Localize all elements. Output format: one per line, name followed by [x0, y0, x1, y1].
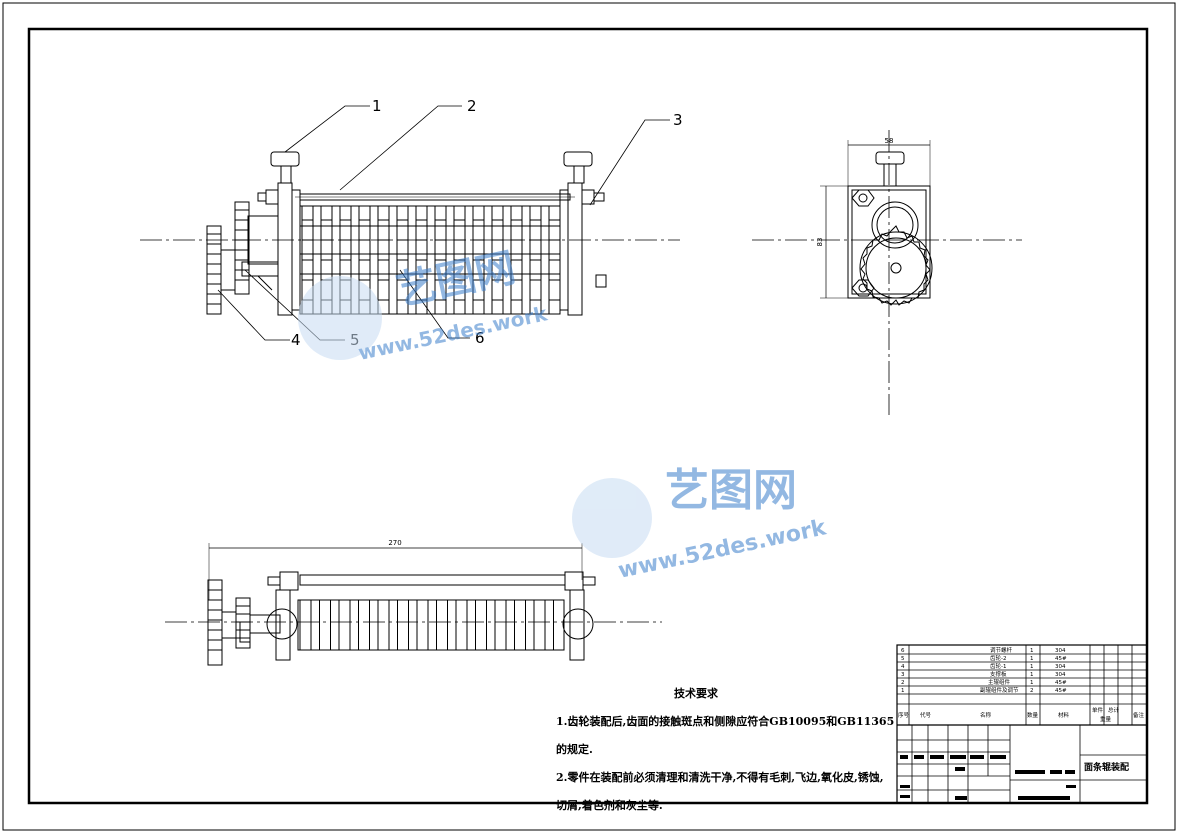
watermark-brand: 艺图网	[665, 465, 797, 516]
balloon-2: 2	[467, 97, 477, 115]
tech-item-1: 1.齿轮装配后,齿面的接触斑点和侧隙应符合GB10095和GB11365的规定.	[556, 715, 895, 756]
tech-heading: 技术要求	[674, 687, 718, 700]
gear-large	[206, 225, 222, 315]
bom-row-5-material: 45#	[1055, 656, 1067, 662]
top-view	[165, 543, 662, 666]
bom-row-6-no: 6	[901, 648, 905, 654]
technical-requirements: 技术要求 1.齿轮装配后,齿面的接触斑点和侧隙应符合GB10095和GB1136…	[556, 680, 896, 820]
balloon-1: 1	[372, 97, 382, 115]
title-block-fills	[900, 755, 1076, 800]
bom-header-total: 总计	[1108, 706, 1120, 714]
dim-height: 83	[816, 238, 824, 247]
title-block	[896, 644, 1148, 804]
bom-row-3-no: 3	[901, 672, 905, 678]
bom-row-5-qty: 1	[1030, 656, 1034, 662]
bom-row-6-qty: 1	[1030, 648, 1034, 654]
front-view	[140, 151, 680, 316]
bom-header-no: 序号	[898, 711, 910, 719]
balloon-6: 6	[475, 329, 485, 347]
bom-header-material: 材料	[1058, 711, 1070, 719]
upper-roller	[299, 205, 561, 275]
gear-small	[234, 201, 250, 295]
side-view	[752, 130, 1022, 415]
bom-row-2-material: 45#	[1055, 680, 1067, 686]
top-roller	[297, 599, 565, 651]
bom-row-1-material: 45#	[1055, 688, 1067, 694]
tech-item-2: 2.零件在装配前必须清理和清洗干净,不得有毛刺,飞边,氧化皮,锈蚀,	[556, 771, 884, 784]
balloon-3: 3	[673, 111, 683, 129]
bom-row-5-name: 齿轮-2	[990, 654, 1006, 662]
side-gear-teeth	[860, 225, 931, 306]
bom-row-1-no: 1	[901, 688, 905, 694]
balloon-4: 4	[291, 331, 301, 349]
bom-row-2-qty: 1	[1030, 680, 1034, 686]
bom-row-5-no: 5	[901, 656, 905, 662]
dim-length: 270	[388, 539, 401, 547]
bom-table: 6 调节螺杆 1 304 5 齿轮-2 1 45# 4 齿轮-1 1 304 3…	[898, 646, 1145, 723]
tech-item-3: 切屑,着色剂和灰尘等.	[556, 799, 663, 812]
bom-header-remark: 备注	[1133, 711, 1145, 719]
bom-header-code: 代号	[920, 711, 932, 719]
bom-header-weight: 重量	[1100, 715, 1112, 723]
bom-row-4-material: 304	[1055, 664, 1066, 670]
bom-row-4-no: 4	[901, 664, 905, 670]
dim-width: 58	[885, 137, 894, 145]
bom-row-4-name: 齿轮-1	[990, 662, 1006, 670]
drawing-title: 面条辊装配	[1084, 761, 1129, 773]
bom-row-3-material: 304	[1055, 672, 1066, 678]
bom-header-name: 名称	[980, 711, 992, 719]
side-gear-small	[871, 201, 919, 249]
bom-header-qty: 数量	[1027, 711, 1039, 719]
bom-row-1-name: 副辊组件及调节	[980, 686, 1019, 694]
bom-row-6-material: 304	[1055, 648, 1066, 654]
bom-row-3-name: 支撑板	[990, 670, 1007, 678]
bom-row-6-name: 调节螺杆	[990, 646, 1013, 654]
bom-header-unit: 单件	[1092, 706, 1104, 714]
bom-row-1-qty: 2	[1030, 688, 1034, 694]
bom-row-4-qty: 1	[1030, 664, 1034, 670]
bom-row-2-no: 2	[901, 680, 905, 686]
bom-row-3-qty: 1	[1030, 672, 1034, 678]
inner-frame	[27, 27, 1149, 805]
bom-row-2-name: 主辊组件	[988, 678, 1011, 686]
side-gear-large	[859, 231, 933, 305]
